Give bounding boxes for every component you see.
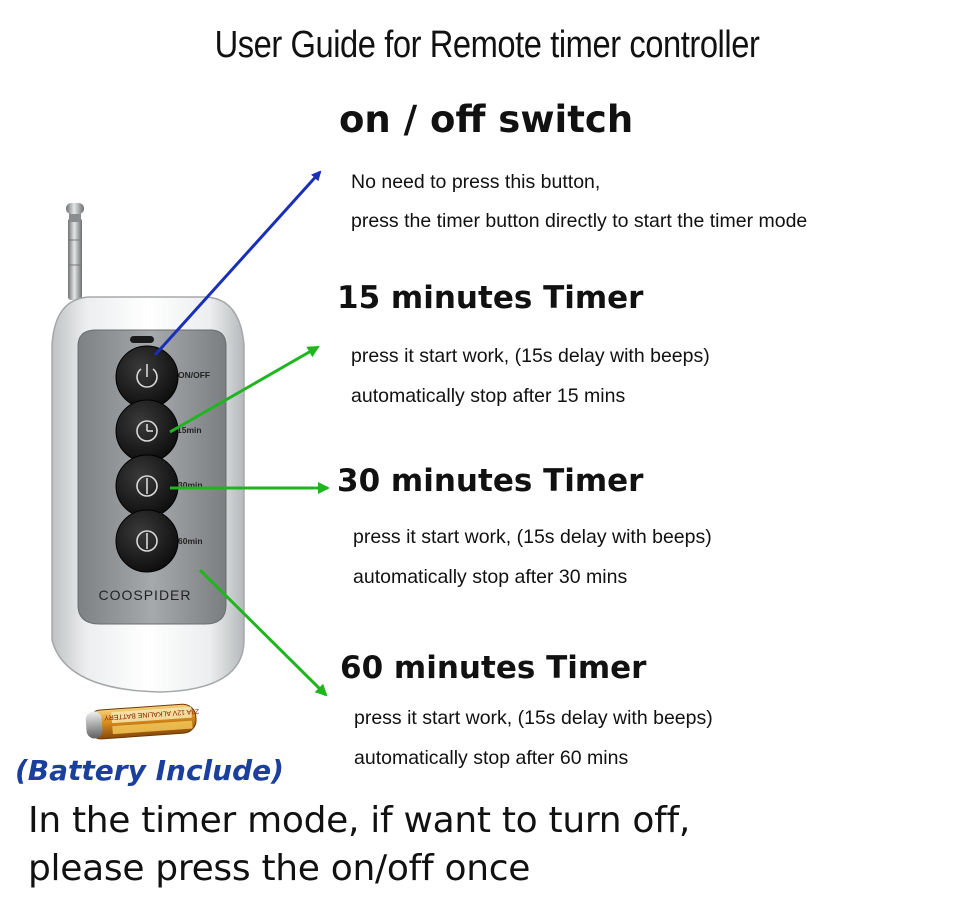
onoff-button-label: ON/OFF — [178, 370, 210, 380]
timer-30-button-label: 30min — [178, 480, 203, 490]
timer-60-section-title: 60 minutes Timer — [340, 650, 647, 686]
clock-icon — [136, 420, 158, 442]
power-icon — [136, 364, 158, 388]
onoff-desc-line-2: press the timer button directly to start… — [351, 210, 808, 232]
brand-label: COOSPIDER — [98, 587, 191, 603]
timer-15-desc-line-2: automatically stop after 15 mins — [351, 385, 626, 407]
timer-15-button[interactable] — [115, 399, 179, 463]
remote-control: ON/OFF 15min 30min 60min — [51, 296, 245, 693]
antenna — [66, 203, 84, 300]
timer-60-button-label: 60min — [178, 536, 203, 546]
timer-30-section-title: 30 minutes Timer — [337, 463, 644, 499]
page-title: User Guide for Remote timer controller — [214, 24, 760, 66]
timer-60-button[interactable] — [115, 509, 179, 573]
footer-line-1: In the timer mode, if want to turn off, — [28, 800, 691, 841]
timer-60-desc-line-2: automatically stop after 60 mins — [354, 747, 629, 769]
onoff-desc-line-1: No need to press this button, — [351, 171, 601, 193]
onoff-button[interactable] — [115, 345, 179, 409]
battery-label: (Battery Include) — [15, 754, 284, 787]
timer-30-button[interactable] — [115, 454, 179, 518]
timer-15-desc-line-1: press it start work, (15s delay with bee… — [351, 345, 710, 367]
footer-line-2: please press the on/off once — [28, 848, 531, 889]
timer-icon — [136, 475, 158, 497]
battery-icon: 23A 12V ALKALINE BATTERY — [85, 703, 199, 740]
timer-15-arrow — [169, 345, 320, 434]
timer-60-arrow — [198, 568, 328, 697]
timer-15-button-label: 15min — [177, 425, 202, 435]
timer-icon — [136, 530, 158, 552]
timer-15-section-title: 15 minutes Timer — [337, 280, 644, 316]
timer-30-desc-line-2: automatically stop after 30 mins — [353, 566, 628, 588]
timer-60-desc-line-1: press it start work, (15s delay with bee… — [354, 707, 713, 729]
onoff-arrow — [153, 170, 322, 357]
onoff-section-title: on / off switch — [339, 98, 634, 141]
timer-30-desc-line-1: press it start work, (15s delay with bee… — [353, 526, 712, 548]
